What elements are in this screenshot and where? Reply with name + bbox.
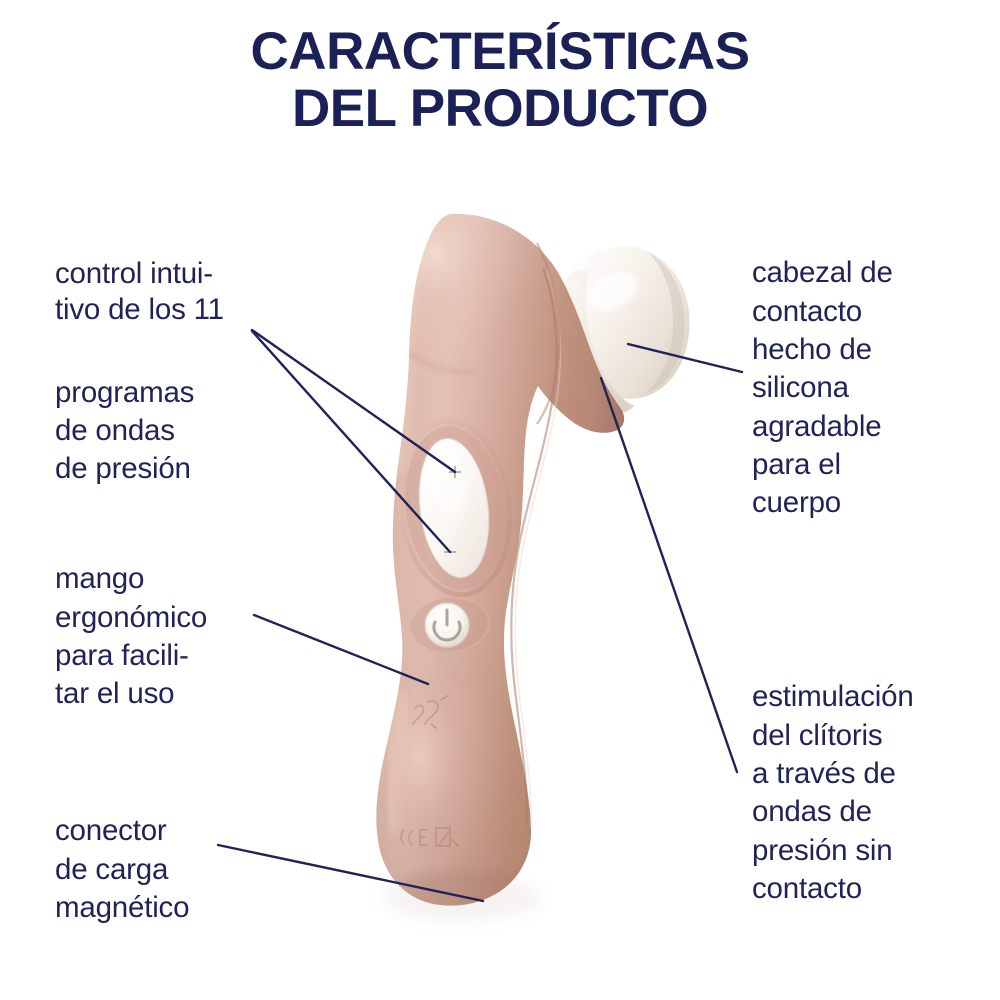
callout-control-intuitivo: control intui- tivo de los 11 programas … <box>55 218 305 527</box>
callout-cabezal-text: cabezal de contacto hecho de silicona ag… <box>752 256 893 520</box>
callout-conector-text: conector de carga magnético <box>55 814 190 925</box>
callout-estimulacion-text: estimulación del clítoris a través de on… <box>752 680 914 906</box>
callout-control-group2: programas de ondas de presión <box>55 375 195 486</box>
power-icon <box>432 608 462 642</box>
callout-conector-carga: conector de carga magnético <box>55 774 305 966</box>
callout-mango-text: mango ergonómico para facili- tar el uso <box>55 562 208 711</box>
page-title-line2: DEL PRODUCTO <box>291 78 709 138</box>
callout-mango-ergonomico: mango ergonómico para facili- tar el uso <box>55 522 305 752</box>
page-title: CARACTERÍSTICAS DEL PRODUCTO <box>0 22 1000 138</box>
page-title-line1: CARACTERÍSTICAS <box>250 22 750 81</box>
callout-cabezal-contacto: cabezal de contacto hecho de silicona ag… <box>752 216 987 561</box>
power-button-group <box>410 596 490 654</box>
callout-estimulacion-clitoris: estimulación del clítoris a través de on… <box>752 640 992 947</box>
callout-control-group1: control intui- tivo de los 11 <box>55 257 224 327</box>
embossed-brand-mark <box>412 695 448 729</box>
